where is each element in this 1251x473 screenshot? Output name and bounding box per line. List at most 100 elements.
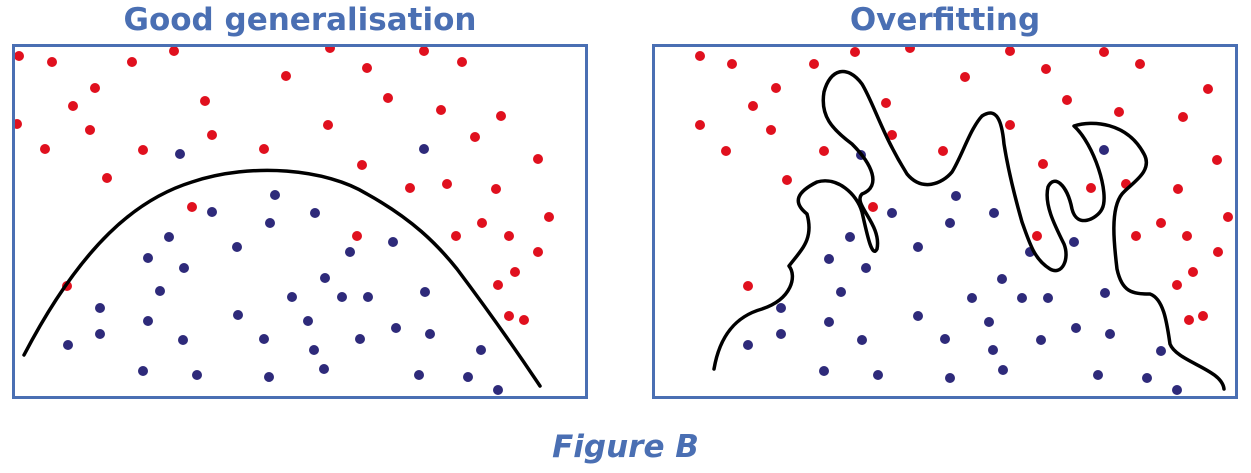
red-point [887,130,897,140]
blue-point [270,190,280,200]
blue-point [265,218,275,228]
blue-point [1017,293,1027,303]
blue-point [988,345,998,355]
blue-point [913,311,923,321]
red-point [1156,218,1166,228]
blue-point [1071,323,1081,333]
blue-point [1142,373,1152,383]
blue-point [63,340,73,350]
red-point [442,179,452,189]
panel-title-good-generalisation: Good generalisation [123,2,477,38]
red-point [510,267,520,277]
blue-point [1099,145,1109,155]
red-point [771,83,781,93]
blue-point [836,287,846,297]
blue-point [951,191,961,201]
blue-point [945,373,955,383]
red-point [90,83,100,93]
blue-point [845,232,855,242]
blue-point [207,207,217,217]
red-point [419,46,429,56]
red-point [200,96,210,106]
red-point [491,184,501,194]
red-point [352,231,362,241]
red-point [405,183,415,193]
red-point [187,202,197,212]
red-point [451,231,461,241]
blue-point [776,303,786,313]
blue-point [391,323,401,333]
blue-point [232,242,242,252]
blue-point [824,254,834,264]
red-point [868,202,878,212]
red-point [1173,184,1183,194]
blue-point [414,370,424,380]
blue-point [476,345,486,355]
red-point [323,120,333,130]
blue-point [1105,329,1115,339]
red-point [138,145,148,155]
red-point [1182,231,1192,241]
red-point [533,154,543,164]
red-point [477,218,487,228]
red-point [47,57,57,67]
red-point [1184,315,1194,325]
figure-caption: Figure B [552,429,699,465]
blue-point [320,273,330,283]
red-point [850,47,860,57]
red-point [383,93,393,103]
blue-point [419,144,429,154]
blue-point [913,242,923,252]
blue-point [997,274,1007,284]
red-point [357,160,367,170]
blue-point [233,310,243,320]
blue-point [309,345,319,355]
red-point [281,71,291,81]
blue-point [337,292,347,302]
blue-point [493,385,503,395]
red-point [259,144,269,154]
blue-point [178,335,188,345]
red-point [169,46,179,56]
blue-point [420,287,430,297]
red-point [1213,247,1223,257]
red-point [1212,155,1222,165]
blue-point [984,317,994,327]
red-point [457,57,467,67]
blue-point [1036,335,1046,345]
red-point [748,101,758,111]
red-point [695,51,705,61]
red-point [1005,46,1015,56]
panel-frame [652,44,1238,399]
blue-point [1043,293,1053,303]
red-point [68,101,78,111]
red-point [727,59,737,69]
blue-point [345,247,355,257]
blue-point [179,263,189,273]
red-point [938,146,948,156]
red-point [1086,183,1096,193]
panel-overfitting [652,44,1238,399]
blue-point [463,372,473,382]
red-point [1178,112,1188,122]
blue-point [310,208,320,218]
red-point [544,212,554,222]
panel-good-generalisation [12,44,588,399]
red-point [819,146,829,156]
blue-point [857,335,867,345]
red-point [493,280,503,290]
blue-point [303,316,313,326]
blue-point [363,292,373,302]
red-point [1188,267,1198,277]
red-point [782,175,792,185]
blue-point [1100,288,1110,298]
red-points [12,44,554,325]
red-point [743,281,753,291]
red-point [1005,120,1015,130]
red-point [519,315,529,325]
red-point [766,125,776,135]
red-point [436,105,446,115]
blue-point [138,366,148,376]
blue-point [824,317,834,327]
red-point [1172,280,1182,290]
